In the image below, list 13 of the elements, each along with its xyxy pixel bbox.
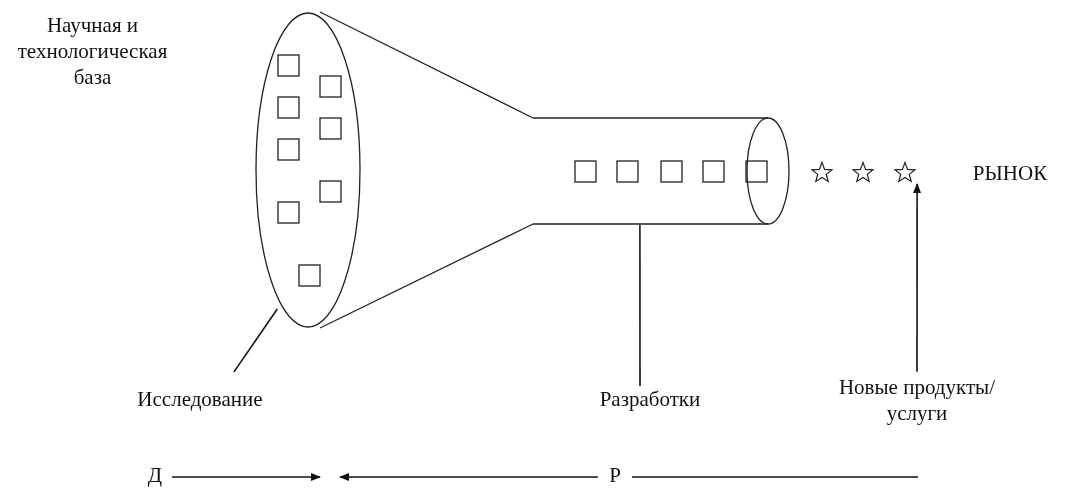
caption-text: Д: [140, 462, 170, 492]
arrow: [171, 473, 321, 481]
arrow: [339, 473, 599, 481]
arrow: [913, 183, 922, 373]
caption-text: Разработки: [570, 386, 730, 416]
caption-text: Р: [600, 462, 630, 492]
label-text: Научная и технологическая база: [16, 12, 169, 90]
leader-line: [233, 308, 279, 373]
caption-text: Исследование: [100, 386, 300, 416]
label-text: РЫНОК: [971, 160, 1049, 186]
leader-line: [631, 476, 919, 478]
leader-line: [639, 224, 641, 387]
caption-text: Новые продукты/ услуги: [830, 374, 1004, 430]
